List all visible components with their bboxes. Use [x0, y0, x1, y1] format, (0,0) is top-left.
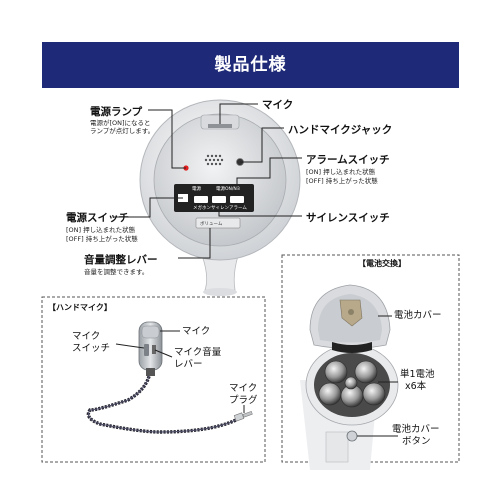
volume-lever-label: 音量調整レバー	[84, 254, 158, 266]
hand-mic-volume-label-2: レバー	[174, 359, 203, 370]
alarm-switch-label: アラームスイッチ	[306, 154, 390, 166]
hand-mic-plug-label-2: プラグ	[229, 395, 258, 406]
power-switch-label: 電源スイッチ	[66, 212, 129, 224]
battery-count-label-1: 単1電池	[400, 369, 435, 380]
battery-cover-label: 電池カバー	[394, 310, 442, 321]
battery-illustration	[300, 284, 399, 470]
hand-mic-box-title: 【ハンドマイク】	[48, 303, 112, 312]
mic-label: マイク	[262, 99, 294, 111]
hand-mic-leader-lines	[115, 330, 245, 413]
battery-cover-button[interactable]	[346, 430, 358, 442]
hand-mic-switch-label-2: スイッチ	[72, 343, 111, 354]
alarm-button[interactable]	[230, 196, 244, 203]
panel-btn-label-2: サイレン	[211, 205, 229, 211]
cover-button-label-1: 電池カバー	[392, 424, 440, 435]
hand-mic-jack-label: ハンドマイクジャック	[288, 124, 393, 136]
hand-mic-switch-label-1: マイク	[72, 331, 101, 342]
panel-power-label: 電源	[192, 185, 201, 192]
mic-switch[interactable]	[144, 344, 149, 356]
siren-switch-label: サイレンスイッチ	[306, 212, 390, 224]
siren-button[interactable]	[212, 196, 226, 203]
mic-volume-lever[interactable]	[152, 345, 156, 354]
battery-box-title: 【電池交換】	[358, 259, 406, 268]
volume-lever[interactable]	[195, 217, 241, 229]
volume-lever-note: 音量を調整できます。	[84, 268, 149, 276]
panel-btn-label-1: メガホン	[193, 204, 211, 211]
megaphone-device: 電源 電源ON/NB メガホン サイレン アラーム ボリューム	[139, 99, 301, 296]
battery-count-label-2: x6本	[405, 381, 427, 392]
mic-grille	[204, 154, 224, 166]
megaphone-button[interactable]	[194, 196, 208, 203]
power-switch-note-1: [ON] 押し込まれた状態	[66, 226, 136, 234]
leader-lines	[114, 103, 302, 259]
power-lamp-label: 電源ランプ	[90, 106, 143, 118]
panel-volume-label: ボリューム	[200, 220, 223, 227]
hand-mic-plug-label-1: マイク	[229, 383, 258, 394]
alarm-switch-note-1: [ON] 押し込まれた状態	[306, 168, 376, 176]
alarm-switch-note-2: [OFF] 持ち上がった状態	[306, 177, 378, 185]
title-banner: 製品仕様	[42, 42, 459, 88]
cover-button-label-2: ボタン	[402, 436, 431, 447]
power-switch-note-2: [OFF] 持ち上がった状態	[66, 235, 138, 243]
power-lamp-note-1: 電源が[ON]になると	[90, 119, 151, 127]
hand-mic-volume-label-1: マイク音量	[174, 347, 222, 358]
battery-leader-lines	[357, 315, 398, 437]
panel-mode-label: 電源ON/NB	[216, 185, 240, 192]
hand-mic-illustration	[86, 321, 253, 434]
panel-btn-label-3: アラーム	[229, 205, 247, 211]
power-lamp-note-2: ランプが点灯します。	[90, 127, 155, 135]
page-title: 製品仕様	[214, 55, 287, 75]
hand-mic-mic-label: マイク	[182, 326, 211, 337]
